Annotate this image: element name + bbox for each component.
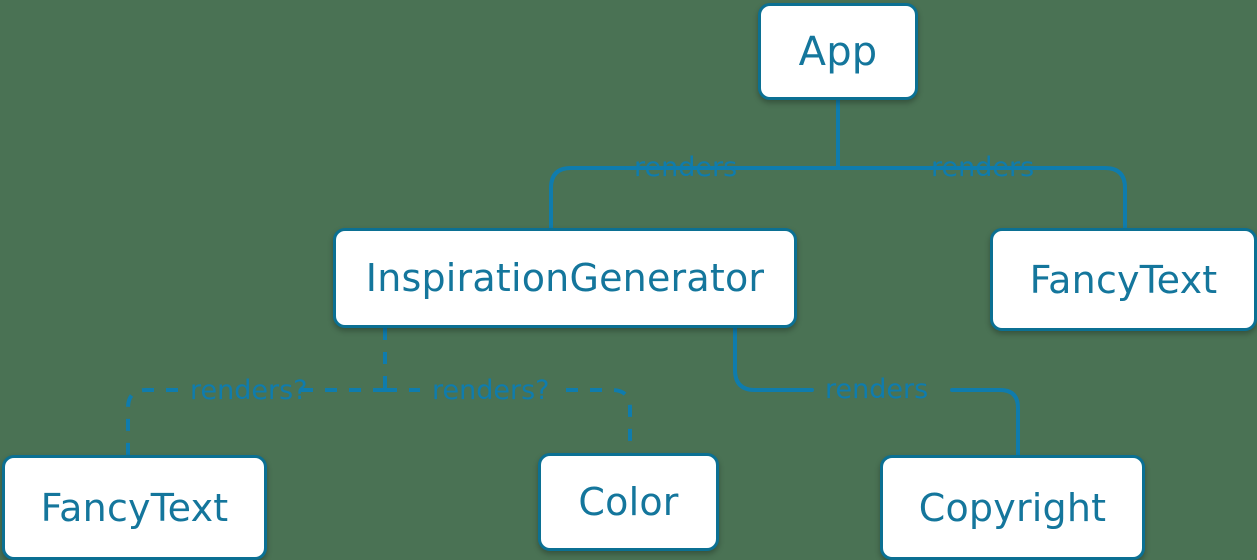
edge-label-app-to-inspirationgenerator: renders	[634, 152, 738, 183]
edge-label-inspirationgenerator-to-fancytext-bottom: renders?	[190, 375, 308, 406]
edge-inspirationgenerator-to-color-corner	[566, 388, 632, 455]
edge-inspirationgenerator-to-copyright-right	[950, 388, 1020, 457]
node-color[interactable]: Color	[538, 453, 719, 551]
node-app[interactable]: App	[758, 3, 918, 100]
edge-inspirationgenerator-to-fancytext-bottom-corner	[126, 388, 178, 455]
node-fancytext-right[interactable]: FancyText	[990, 228, 1257, 331]
node-fancytext-bottom[interactable]: FancyText	[2, 455, 267, 560]
node-app-label: App	[798, 28, 878, 75]
node-copyright-label: Copyright	[918, 485, 1107, 530]
edge-label-inspirationgenerator-to-copyright: renders	[825, 374, 929, 405]
node-copyright[interactable]: Copyright	[880, 455, 1145, 560]
node-inspiration-generator-label: InspirationGenerator	[365, 256, 765, 300]
edge-label-app-to-fancytext-right: renders	[931, 152, 1035, 183]
edge-inspirationgenerator-to-copyright	[733, 326, 814, 392]
edge-app-to-inspirationgenerator-corner	[549, 166, 626, 230]
node-color-label: Color	[578, 480, 679, 524]
edge-label-inspirationgenerator-to-color: renders?	[432, 375, 550, 406]
node-inspiration-generator[interactable]: InspirationGenerator	[333, 228, 797, 328]
edge-app-to-fancytext-right-corner	[1054, 166, 1127, 230]
node-fancytext-bottom-label: FancyText	[40, 485, 229, 530]
node-fancytext-right-label: FancyText	[1029, 257, 1218, 302]
